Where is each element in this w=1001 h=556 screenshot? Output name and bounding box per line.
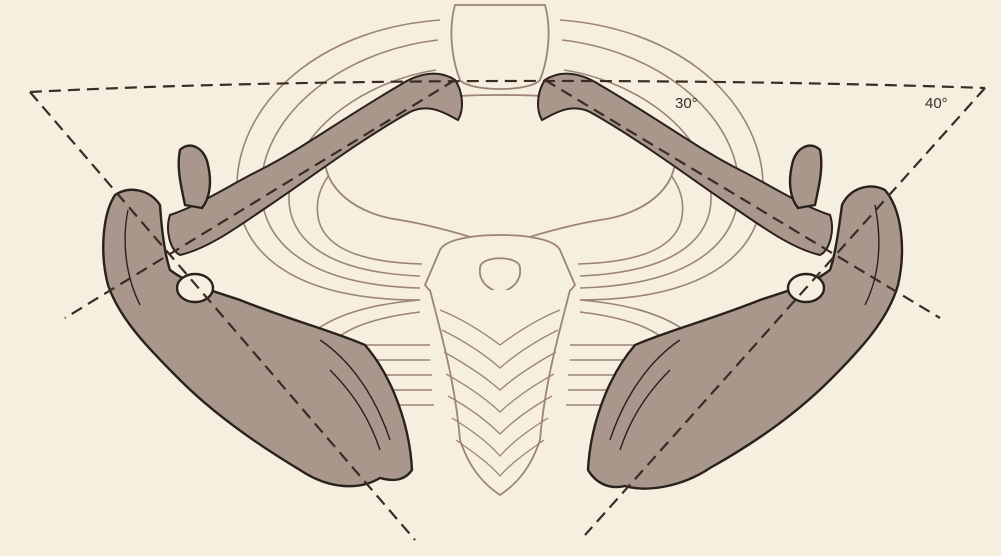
angle-label-40: 40° [925, 95, 948, 112]
angle-label-30: 30° [675, 95, 698, 112]
sternum-segment [451, 5, 548, 89]
left-coracoid [179, 146, 210, 208]
right-coracoid [790, 146, 821, 208]
